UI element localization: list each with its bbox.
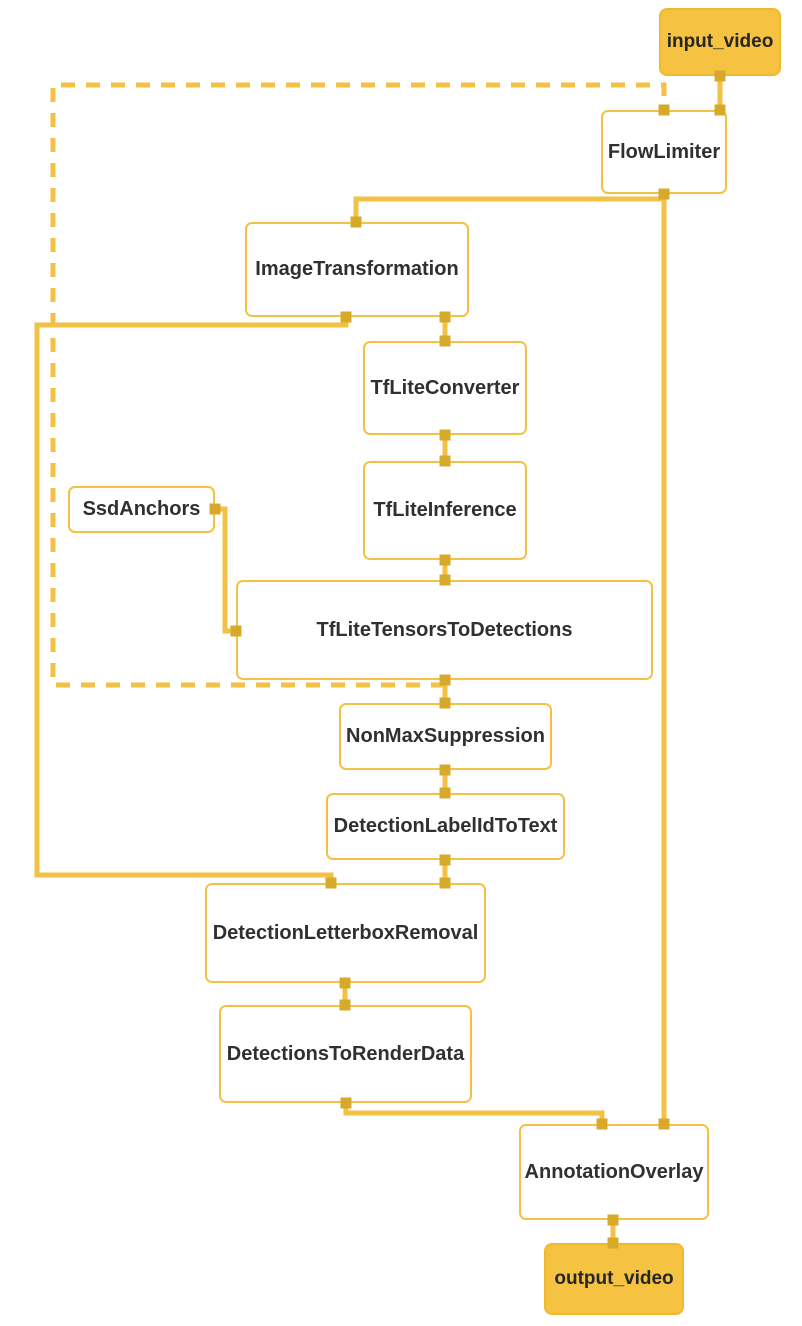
port-p-tttd-out-detections[interactable]: [439, 674, 451, 686]
node-title-detection_letterbox_removal: DetectionLetterboxRemoval: [212, 921, 479, 944]
node-title-image_transformation: ImageTransformation: [255, 258, 459, 280]
port-p-fl-out[interactable]: [658, 188, 670, 200]
port-p-dlit-in[interactable]: [439, 787, 451, 799]
port-p-fl-in-finished[interactable]: [658, 104, 670, 116]
node-tflite_inference[interactable]: TfLiteInference: [363, 461, 527, 560]
node-tflite_tensors_to_detections[interactable]: TfLiteTensorsToDetections: [236, 580, 653, 680]
edge-detections_to_render_data-to-annotation_overlay: [343, 1103, 605, 1124]
node-input_video[interactable]: input_video: [659, 8, 781, 76]
port-p-dtrd-out-render[interactable]: [340, 1097, 352, 1109]
port-p-it-out-image[interactable]: [439, 311, 451, 323]
edge-ssd_anchors-to-tflite_tensors_to_detections: [215, 506, 236, 634]
port-p-dlit-out[interactable]: [439, 854, 451, 866]
node-output_video[interactable]: output_video: [544, 1243, 684, 1315]
port-p-ao-in-input-frame[interactable]: [658, 1118, 670, 1130]
port-p-dtrd-in-detections[interactable]: [339, 999, 351, 1011]
node-detection_label_id_to_text[interactable]: DetectionLabelIdToText: [326, 793, 565, 860]
port-p-tttd-in-tensors[interactable]: [439, 574, 451, 586]
port-p-ti-in-tensors[interactable]: [439, 455, 451, 467]
node-detection_letterbox_removal[interactable]: DetectionLetterboxRemoval: [205, 883, 486, 983]
port-p-ao-in-one[interactable]: [596, 1118, 608, 1130]
port-p-it-in-image[interactable]: [350, 216, 362, 228]
node-title-tflite_tensors_to_detections: TfLiteTensorsToDetections: [316, 618, 573, 641]
port-p-dlr-out-detections[interactable]: [339, 977, 351, 989]
node-non_max_suppression[interactable]: NonMaxSuppression: [339, 703, 552, 770]
node-detections_to_render_data[interactable]: DetectionsToRenderData: [219, 1005, 472, 1103]
port-p-output-video-in[interactable]: [607, 1237, 619, 1249]
node-title-detection_label_id_to_text: DetectionLabelIdToText: [333, 815, 558, 837]
port-p-dlr-in-detections[interactable]: [439, 877, 451, 889]
port-p-ao-out[interactable]: [607, 1214, 619, 1226]
port-p-nms-in[interactable]: [439, 697, 451, 709]
node-title-detections_to_render_data: DetectionsToRenderData: [226, 1042, 465, 1065]
node-title-flow_limiter: FlowLimiter: [607, 140, 721, 163]
port-p-tttd-in-anchors[interactable]: [230, 625, 242, 637]
port-p-it-out-letterbox[interactable]: [340, 311, 352, 323]
port-p-tc-in-image[interactable]: [439, 335, 451, 347]
node-title-tflite_converter: TfLiteConverter: [370, 376, 520, 399]
edge-flow_limiter-to-image_transformation: [353, 194, 667, 222]
node-title-annotation_overlay: AnnotationOverlay: [524, 1160, 704, 1183]
node-title-ssd_anchors: SsdAnchors: [82, 498, 201, 520]
node-title-output_video: output_video: [554, 1268, 674, 1290]
port-p-ti-out-tensors[interactable]: [439, 554, 451, 566]
node-title-input_video: input_video: [666, 31, 774, 53]
edge-image_transformation-to-detection_letterbox_removal: [34, 317, 349, 883]
port-p-fl-in-zero[interactable]: [714, 104, 726, 116]
node-annotation_overlay[interactable]: AnnotationOverlay: [519, 1124, 709, 1220]
port-p-input-video-out[interactable]: [714, 70, 726, 82]
node-image_transformation[interactable]: ImageTransformation: [245, 222, 469, 317]
edge-tflite_tensors_to_detections-to-flow_limiter: [50, 82, 667, 688]
port-p-nms-out[interactable]: [439, 764, 451, 776]
node-title-tflite_inference: TfLiteInference: [373, 499, 517, 521]
node-tflite_converter[interactable]: TfLiteConverter: [363, 341, 527, 435]
node-flow_limiter[interactable]: FlowLimiter: [601, 110, 727, 194]
node-title-non_max_suppression: NonMaxSuppression: [346, 725, 545, 747]
port-p-dlr-in-letterbox[interactable]: [325, 877, 337, 889]
node-ssd_anchors[interactable]: SsdAnchors: [68, 486, 215, 533]
port-p-ssd-out[interactable]: [209, 503, 221, 515]
port-p-tc-out-tensors[interactable]: [439, 429, 451, 441]
